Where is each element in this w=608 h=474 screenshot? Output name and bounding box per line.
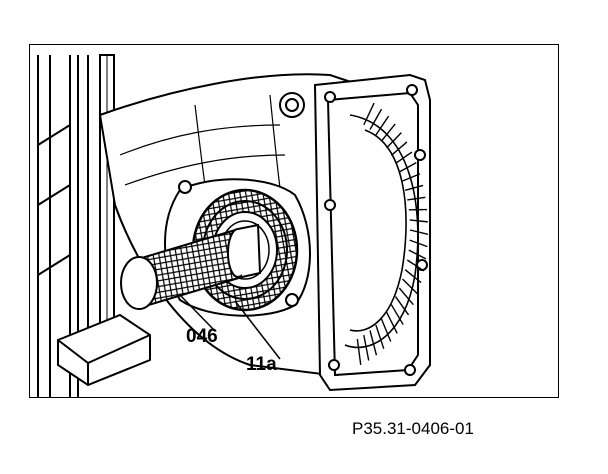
gear-tooth — [404, 269, 422, 284]
figure-reference: P35.31-0406-01 — [352, 419, 474, 438]
gear-tooth — [385, 311, 398, 334]
gear-tooth — [369, 108, 383, 130]
gear-tooth — [402, 173, 421, 182]
tool-post — [99, 54, 115, 356]
callout-11a: 11a — [246, 354, 277, 375]
gear-tooth — [409, 239, 428, 248]
gear-tooth — [404, 184, 424, 192]
gear-tooth — [369, 330, 378, 356]
support-block — [57, 313, 151, 387]
gear-tooth — [394, 296, 410, 316]
gear-tooth — [402, 278, 419, 295]
gear-tooth — [363, 334, 370, 361]
gear-tooth — [386, 132, 402, 149]
illustration-frame — [29, 44, 559, 398]
gear-tooth — [380, 123, 396, 142]
gear-tooth — [395, 151, 413, 165]
ring-gear-teeth — [356, 102, 429, 366]
gear-tooth — [406, 259, 425, 272]
gear-tooth — [390, 304, 404, 325]
callout-leaders — [179, 294, 281, 360]
gear-tooth — [380, 318, 392, 342]
gear-tooth — [398, 287, 414, 306]
gear-tooth — [390, 141, 408, 156]
gear-tooth — [407, 196, 426, 201]
bench-frame — [37, 55, 89, 397]
gear-tooth — [409, 229, 429, 235]
gear-tooth — [356, 338, 362, 366]
installer-tool-046 — [120, 223, 262, 310]
gear-tooth — [375, 115, 390, 136]
gear-tooth — [409, 219, 428, 223]
gear-tooth — [375, 324, 385, 350]
callout-046: 046 — [186, 326, 218, 347]
gear-tooth — [408, 249, 427, 260]
gear-tooth — [398, 162, 417, 173]
gear-tooth — [363, 102, 375, 126]
differential-drawing — [37, 54, 431, 397]
